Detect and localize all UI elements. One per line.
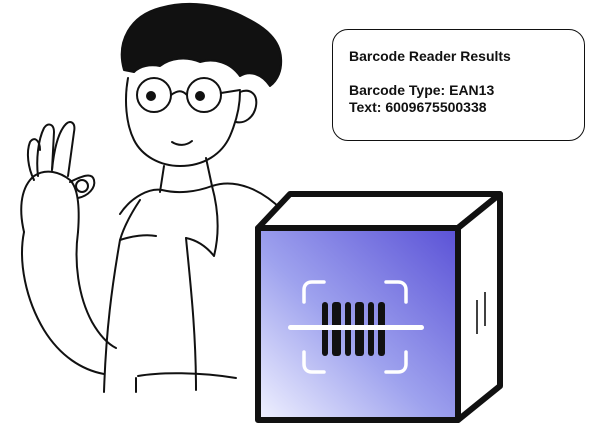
hair-shape <box>120 2 283 87</box>
jacket-seam <box>185 237 197 391</box>
barcode-type-value: EAN13 <box>449 82 495 98</box>
scan-corner-bottom-left <box>302 350 326 374</box>
finger-middle <box>51 121 76 177</box>
collar-right <box>185 185 219 257</box>
scan-corner-top-left <box>302 280 326 304</box>
box-right-face <box>455 191 503 423</box>
hand-palm <box>20 170 80 233</box>
arm-inner <box>75 231 117 349</box>
scan-corner-top-right <box>384 280 408 304</box>
barcode-type-label: Barcode Type: <box>349 82 446 98</box>
barcode-type-line: Barcode Type: EAN13 <box>349 82 568 99</box>
barcode-scanner-icon <box>288 280 424 374</box>
barcode-text-line: Text: 6009675500338 <box>349 99 568 116</box>
barcode-results-card: Barcode Reader Results Barcode Type: EAN… <box>332 29 585 141</box>
jacket-outline <box>119 182 283 215</box>
glasses-arm <box>220 89 241 94</box>
scan-corner-bottom-right <box>384 350 408 374</box>
finger-index <box>36 123 55 177</box>
glasses-bridge <box>170 90 188 96</box>
neck-right <box>205 157 213 187</box>
jacket-pocket <box>137 372 237 379</box>
person-illustration <box>20 2 283 393</box>
barcode-text-value: 6009675500338 <box>385 99 487 115</box>
face-outline <box>125 77 241 167</box>
ear-outline <box>235 89 258 124</box>
jacket-left-side <box>103 239 121 393</box>
eye-right <box>195 91 205 101</box>
barcode-text-label: Text: <box>349 99 382 115</box>
arm-outer <box>21 231 105 375</box>
finger-small <box>26 138 41 181</box>
scan-line <box>288 325 424 330</box>
eye-left <box>146 91 156 101</box>
smile <box>171 140 193 146</box>
ok-ring <box>75 179 89 193</box>
results-title: Barcode Reader Results <box>349 48 511 64</box>
finger-thumb-ok <box>69 174 96 199</box>
neck <box>159 165 165 193</box>
